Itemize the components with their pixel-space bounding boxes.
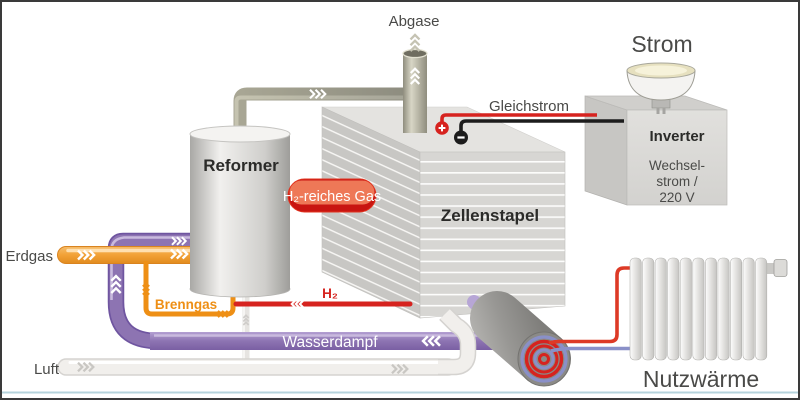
wasserdampf-label: Wasserdampf: [282, 334, 378, 351]
heating-circuit: [548, 266, 634, 353]
lamp-pin-1: [656, 108, 660, 114]
plus-sign-icon: [438, 124, 446, 132]
heat-exchanger: [467, 291, 571, 387]
reformer-body: [190, 134, 290, 289]
dc-wire-positive: [440, 113, 597, 130]
h2-label: H₂: [322, 286, 338, 301]
reformer-top: [189, 125, 291, 143]
hydrogen-return-line: H₂: [233, 286, 413, 309]
return-water-line: [550, 346, 634, 353]
coil-red-inner: [538, 353, 550, 365]
gleichstrom-label: Gleichstrom: [489, 98, 569, 115]
coil-red-outer: [524, 339, 564, 379]
steam-pipe-main: Wasserdampf: [150, 332, 514, 351]
coil-red-mid: [529, 344, 559, 374]
h2-rich-gas-arrow-outline: [287, 178, 377, 213]
fuel-gas-line-run: [143, 261, 236, 317]
wechselstrom-line2: strom /: [656, 174, 698, 189]
cell-stack-front-face: [419, 151, 566, 319]
dc-wire-negative: [459, 119, 624, 139]
zellenstapel-label: Zellenstapel: [441, 206, 539, 225]
wechselstrom-line1: Wechsel-: [649, 158, 705, 173]
strom-label: Strom: [631, 31, 692, 57]
coil-blue-outer: [520, 335, 568, 383]
reformer: Reformer: [189, 125, 291, 298]
radiator: Nutzwärme: [629, 257, 788, 392]
abgase-label: Abgase: [389, 13, 440, 30]
h2-rich-gas-label: H₂-reiches Gas: [283, 189, 381, 205]
lamp-icon: [626, 62, 696, 114]
air-pipe-elbow: [438, 308, 477, 376]
fuel-gas-line: Brenngas: [141, 261, 236, 319]
inverter-box: Inverter Wechsel- strom / 220 V: [584, 95, 728, 206]
air-elbow-run: [438, 309, 475, 374]
h2-rich-gas-arrow-sheen: [289, 180, 375, 205]
lamp-bowl: [626, 70, 696, 101]
wechselstrom-line3: 220 V: [659, 190, 694, 205]
dc-wires: Gleichstrom: [435, 98, 624, 145]
nutzwaerme-label: Nutzwärme: [643, 366, 759, 392]
chimney-opening: [402, 48, 428, 59]
exhaust-pipe: [233, 87, 406, 135]
erdgas-label: Erdgas: [5, 248, 53, 265]
luft-label: Luft: [34, 361, 60, 378]
exhaust-pipe-highlight: [234, 95, 404, 133]
inverter-front-face: [626, 109, 728, 206]
h2-rich-gas-arrow: H₂-reiches Gas: [283, 178, 381, 213]
chimney: Abgase: [389, 13, 440, 133]
lamp-pin-2: [662, 108, 666, 114]
brenngas-label: Brenngas: [155, 297, 217, 312]
lamp-reflector: [635, 65, 687, 76]
inverter-label: Inverter: [649, 128, 704, 145]
coil-blue-inner: [533, 348, 555, 370]
natural-gas-pipe: Erdgas: [5, 246, 207, 265]
reformer-label: Reformer: [203, 156, 279, 175]
radiator-valve-icon: [773, 259, 788, 277]
chimney-body: [403, 53, 427, 133]
radiator-valve-neck: [765, 263, 775, 274]
air-pipe: Luft: [34, 358, 457, 378]
hot-water-line: [548, 266, 634, 345]
radiator-fins: [629, 257, 768, 361]
inverter-left-face: [584, 95, 628, 206]
